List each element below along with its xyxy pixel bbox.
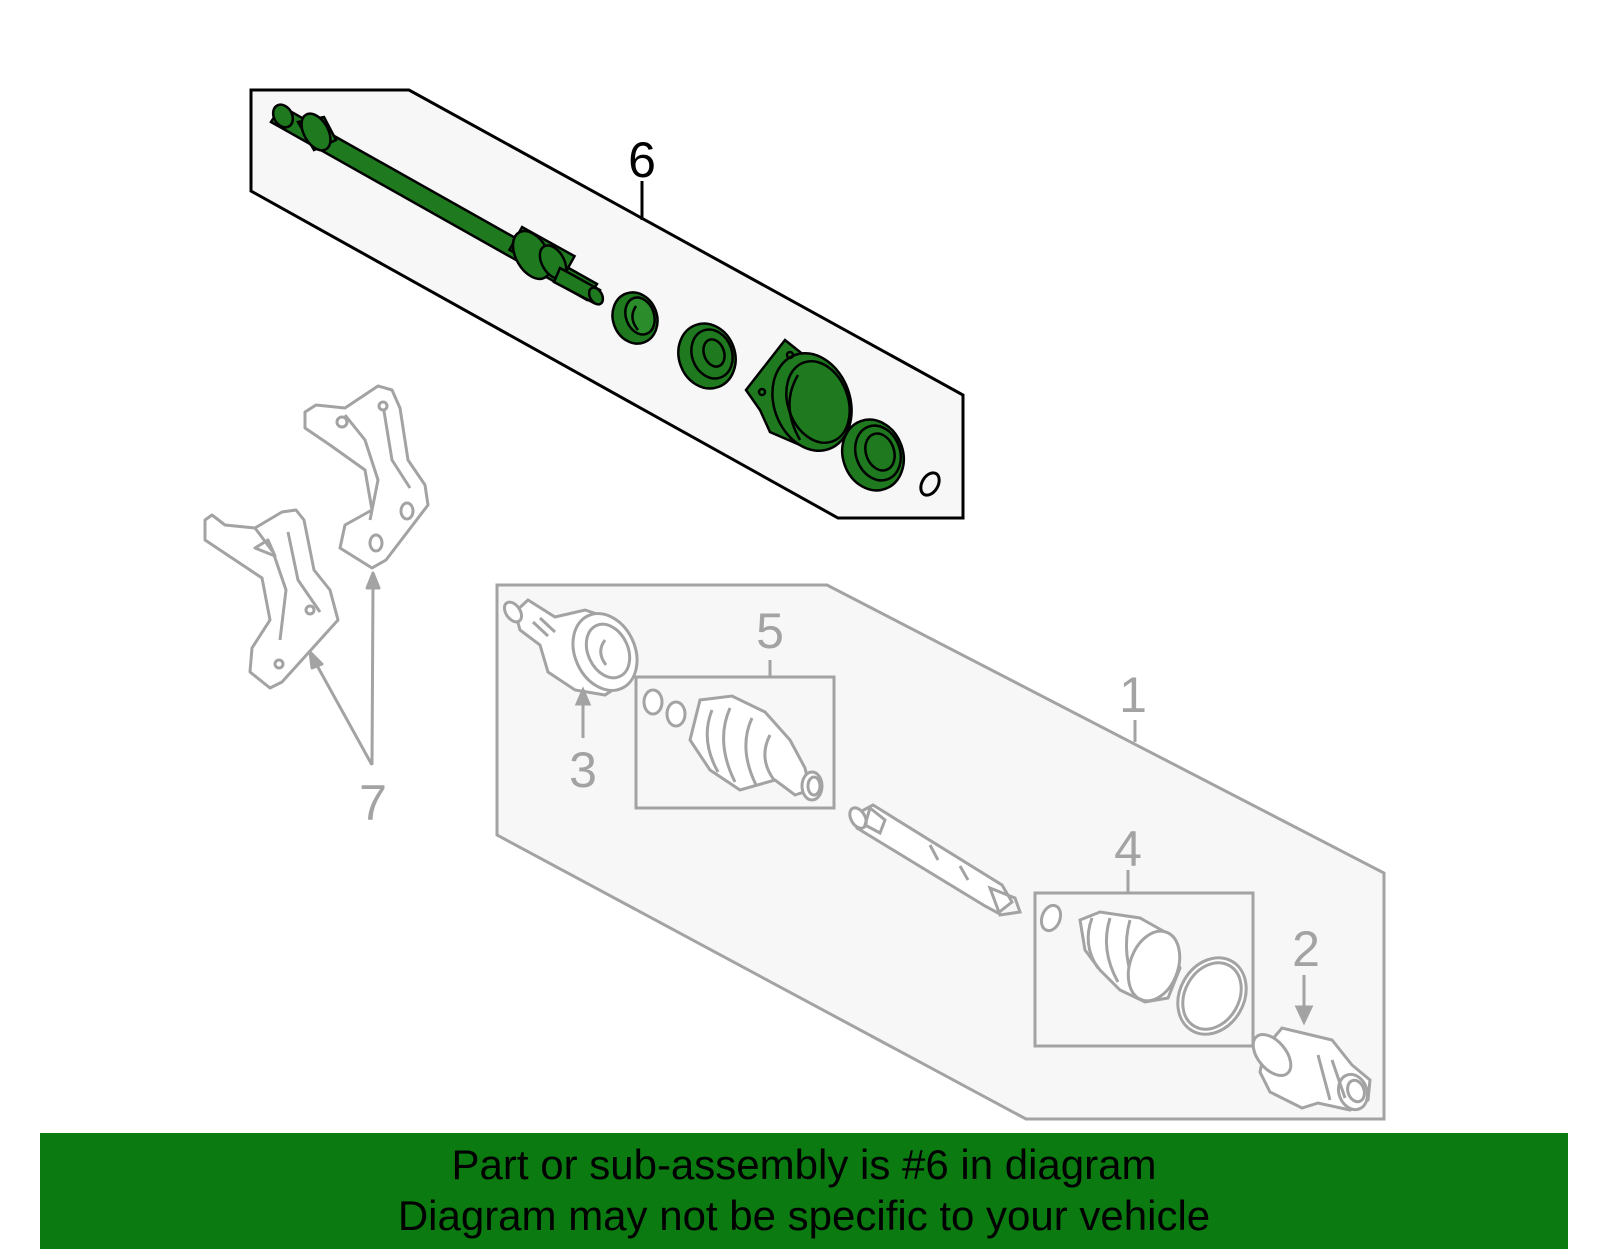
shaft-seal[interactable] [605, 286, 664, 350]
part-1-callout: 1 [1119, 667, 1147, 723]
part-4-group[interactable]: 4 [1033, 821, 1260, 1048]
snap-ring[interactable] [917, 470, 943, 499]
banner-line-2: Diagram may not be specific to your vehi… [397, 1192, 1211, 1239]
part-5-callout: 5 [756, 603, 784, 659]
intermediate-shaft[interactable] [269, 101, 605, 307]
part-7-group[interactable]: 7 [203, 384, 430, 831]
part-6-callout: 6 [628, 132, 656, 188]
part-3-group[interactable]: 3 [501, 598, 649, 798]
outer-seal[interactable] [832, 411, 913, 499]
part-5-group[interactable]: 5 [634, 603, 836, 810]
part-4-box [1033, 891, 1255, 1048]
part-2-group[interactable]: 2 [1246, 921, 1372, 1114]
bracket-front [203, 508, 340, 690]
banner-line-1: Part or sub-assembly is #6 in diagram [451, 1141, 1157, 1188]
info-banner: Part or sub-assembly is #6 in diagram Di… [40, 1133, 1568, 1249]
part-7-callout: 7 [359, 775, 387, 831]
part-3-callout: 3 [569, 742, 597, 798]
part-2-callout: 2 [1292, 921, 1320, 977]
part-4-callout: 4 [1114, 821, 1142, 877]
part-7-leaders [308, 571, 381, 766]
shaft-bearing[interactable] [669, 315, 744, 396]
part-5-box [634, 675, 836, 810]
bracket-rear [303, 384, 430, 570]
bearing-bracket[interactable] [744, 338, 865, 462]
part-6-group[interactable]: 6 [249, 88, 965, 520]
axle-shaft[interactable] [846, 803, 1023, 917]
